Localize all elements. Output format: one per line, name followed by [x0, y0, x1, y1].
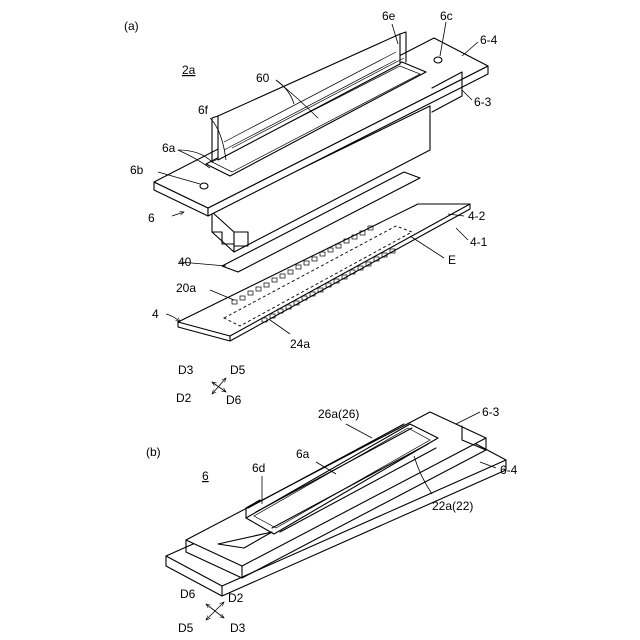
dir-label-d6-b: D6 — [180, 587, 196, 601]
dir-label-d2-b: D2 — [228, 591, 244, 605]
label-6a-b: 6a — [296, 447, 310, 461]
label-4-2: 4-2 — [468, 209, 486, 223]
panel-a: (a) 2a 6e 6c 6-4 60 6-3 6f 6a 6b 6 4-2 4… — [124, 9, 498, 407]
label-22a-22: 22a(22) — [432, 499, 473, 513]
arrow-4 — [166, 314, 180, 322]
dir-label-d5-b: D5 — [178, 621, 194, 635]
dir-label-d2-a: D2 — [176, 391, 192, 405]
label-60: 60 — [256, 71, 270, 85]
dir-label-d3-b: D3 — [230, 621, 246, 635]
label-6-3: 6-3 — [474, 95, 492, 109]
label-40: 40 — [178, 255, 192, 269]
label-20a: 20a — [176, 281, 196, 295]
label-6-4: 6-4 — [480, 33, 498, 47]
direction-indicator-a: D3 D5 D2 D6 — [176, 363, 246, 407]
label-6e: 6e — [382, 9, 396, 23]
panel-b: (b) 6 26a(26) 6-3 6a 6d 6-4 22a(22) D6 D… — [146, 405, 518, 635]
label-6d: 6d — [252, 461, 265, 475]
caption-b: (b) — [146, 445, 161, 459]
label-6-4-b: 6-4 — [500, 463, 518, 477]
dir-label-d6-a: D6 — [226, 393, 242, 407]
label-4-1: 4-1 — [470, 235, 488, 249]
label-4: 4 — [152, 307, 159, 321]
dir-label-d5-a: D5 — [230, 363, 246, 377]
label-e: E — [448, 253, 456, 267]
dir-label-d3-a: D3 — [178, 363, 194, 377]
label-6: 6 — [148, 211, 155, 225]
caption-a: (a) — [124, 19, 139, 33]
arrow-6 — [172, 212, 184, 216]
label-6f: 6f — [198, 103, 209, 117]
label-6c: 6c — [440, 9, 453, 23]
label-6b: 6b — [130, 163, 144, 177]
direction-indicator-b: D6 D2 D5 D3 — [178, 587, 246, 635]
holder-title: 6 — [202, 469, 209, 483]
label-6-3-b: 6-3 — [482, 405, 500, 419]
label-26a-26: 26a(26) — [318, 407, 359, 421]
assembly-title: 2a — [182, 63, 196, 77]
label-6a: 6a — [162, 141, 176, 155]
label-24a: 24a — [290, 337, 310, 351]
